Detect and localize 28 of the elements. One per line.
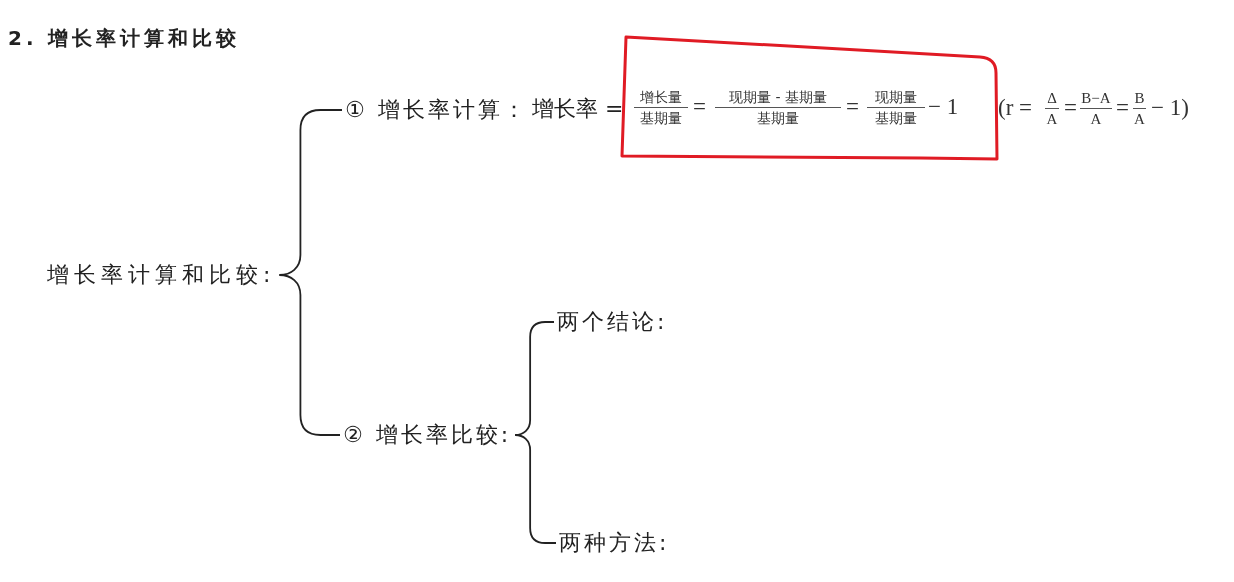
fraction-numerator: Δ: [1047, 90, 1057, 107]
brace-line: [278, 274, 341, 436]
formula-text: − 1): [1151, 95, 1189, 121]
equals-sign: =: [693, 94, 706, 120]
brace-line: [514, 434, 557, 544]
formula-text: (r =: [998, 95, 1033, 121]
fraction-denominator: A: [1134, 111, 1145, 128]
diagram-title: 2. 增长率计算和比较: [8, 26, 241, 50]
leaf-topic: 两种方法:: [559, 529, 670, 557]
fraction-denominator: 基期量: [640, 110, 682, 127]
fraction-denominator: A: [1046, 111, 1058, 128]
equals-sign: =: [1116, 95, 1129, 121]
fraction-denominator: 基期量: [757, 110, 799, 127]
fraction-numerator: B−A: [1081, 90, 1111, 107]
formula-text: − 1: [928, 94, 959, 120]
formula-text: 增长率 =: [532, 95, 624, 123]
equals-sign: =: [1064, 95, 1077, 121]
fraction-numerator: B: [1134, 90, 1145, 107]
fraction-numerator: 现期量 - 基期量: [729, 89, 827, 106]
fraction-numerator: 现期量: [875, 89, 917, 106]
fraction-denominator: A: [1090, 111, 1102, 128]
branch-topic: ① 增长率计算：: [345, 96, 528, 124]
fraction-numerator: 增长量: [640, 89, 682, 106]
leaf-topic: 两个结论:: [557, 308, 668, 336]
branch-topic: ② 增长率比较:: [343, 421, 512, 449]
equals-sign: =: [846, 94, 859, 120]
fraction-denominator: 基期量: [875, 110, 917, 127]
root-topic: 增长率计算和比较:: [47, 261, 276, 289]
